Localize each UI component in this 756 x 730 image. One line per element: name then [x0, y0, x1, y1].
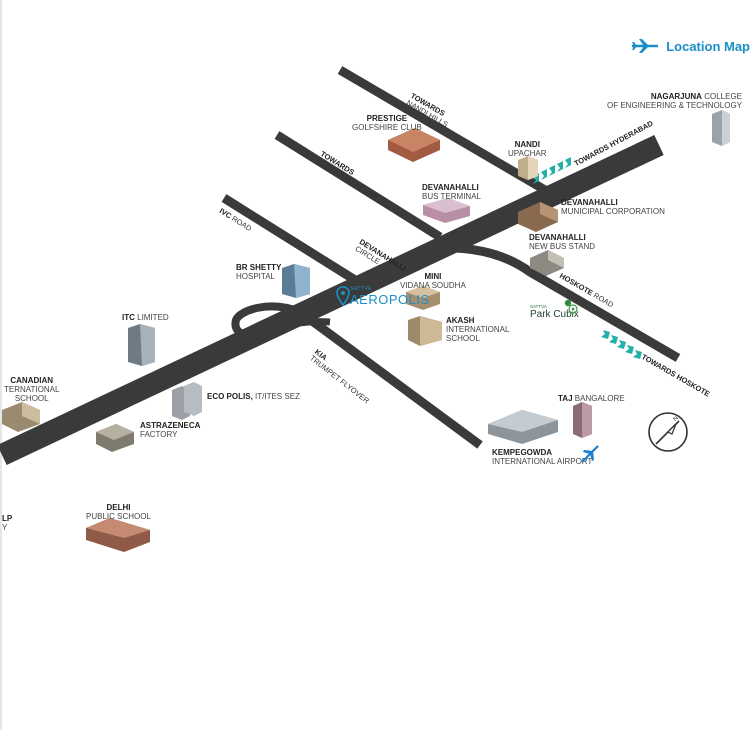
- park-cubix-marker: [564, 299, 572, 307]
- road-nandi-hills: [337, 66, 548, 194]
- location-pin-icon: [336, 286, 350, 306]
- building-prestige: [388, 128, 440, 162]
- building-nagarjuna: [712, 110, 730, 146]
- aeropolis-brand: SATTVA: [350, 286, 372, 292]
- project-park-cubix: SATTVA Park Cubix: [530, 304, 579, 320]
- building-nandi-upachar: [518, 156, 538, 180]
- road-ivc: [221, 194, 358, 284]
- building-astrazeneca: [96, 424, 134, 452]
- airplane-icon: [632, 39, 659, 53]
- building-taj: [573, 402, 592, 438]
- building-mini-vidana: [406, 286, 440, 310]
- building-kempegowda-airport: [488, 410, 558, 444]
- park-cubix-logo-icon: [568, 304, 578, 314]
- arrow-towards-hoskote: [601, 330, 642, 359]
- building-eco-polis: [172, 382, 202, 420]
- north-compass: N: [646, 410, 690, 459]
- aeropolis-name: AEROPOLIS: [350, 292, 430, 307]
- road-kia-trumpet: [297, 308, 483, 449]
- label-nagarjuna-college: NAGARJUNA COLLEGE OF ENGINEERING & TECHN…: [607, 92, 742, 110]
- building-dev-bus-terminal: [423, 198, 470, 223]
- building-itc: [128, 324, 155, 366]
- location-map-legend: Location Map: [630, 36, 750, 56]
- park-cubix-name: Park Cubix: [530, 309, 579, 320]
- road-doddaballapura: [274, 131, 443, 241]
- building-canadian: [2, 402, 40, 432]
- building-dev-new-bus: [530, 250, 564, 276]
- label-itc-limited: ITC LIMITED: [122, 313, 169, 322]
- park-cubix-brand: SATTVA: [530, 304, 547, 309]
- building-dev-municipal: [518, 202, 558, 232]
- airport-plane-icon: [581, 445, 599, 463]
- north-compass-icon: [648, 412, 688, 452]
- building-delhi-school: [86, 518, 150, 552]
- building-akash: [408, 316, 442, 346]
- road-nh44-highway: [0, 135, 664, 465]
- label-eco-polis: ECO POLIS, IT/ITES SEZ: [207, 392, 300, 401]
- legend-title: Location Map: [666, 38, 750, 54]
- building-br-shetty: [282, 264, 310, 298]
- road-hoskote: [454, 243, 681, 362]
- label-taj-bangalore: TAJ BANGALORE: [558, 394, 625, 403]
